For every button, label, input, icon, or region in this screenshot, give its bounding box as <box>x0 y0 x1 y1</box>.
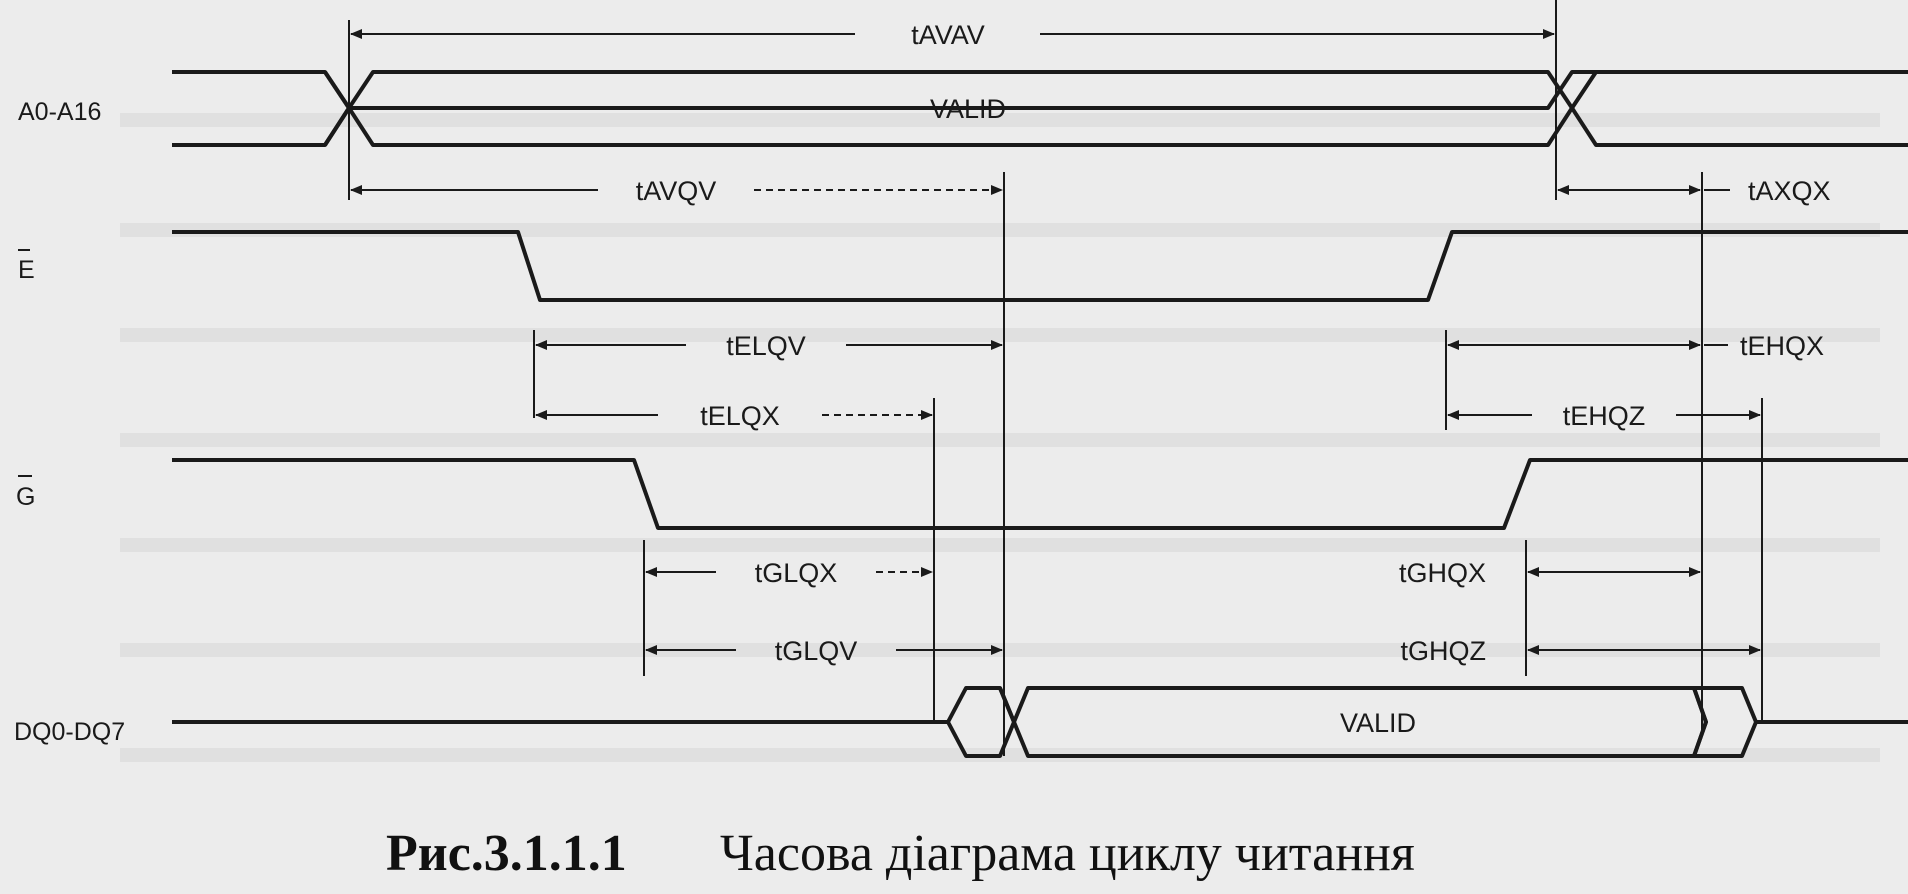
data-waveform <box>172 686 1908 758</box>
signal-label-data: DQ0-DQ7 <box>14 718 125 746</box>
background-bleed-through <box>110 0 1908 894</box>
signal-label-output-enable-group: G <box>16 475 35 511</box>
timing-telqv: tELQV <box>535 331 1003 361</box>
timing-label-tglqv: tGLQV <box>775 636 858 666</box>
figure-caption: Рис.3.1.1.1 Часова діаграма циклу читанн… <box>386 825 1415 882</box>
output-enable-waveform <box>172 458 1908 530</box>
enable-waveform <box>172 230 1908 302</box>
timing-tavqv: tAVQV <box>350 176 1003 206</box>
caption-number: Рис.3.1.1.1 <box>386 825 627 882</box>
timing-tavav: tAVAV <box>350 20 1555 50</box>
timing-tghqz: tGHQZ <box>1401 636 1761 666</box>
timing-telqx: tELQX <box>535 401 933 431</box>
signal-label-address: A0-A16 <box>18 98 101 126</box>
timing-tehqx: tEHQX <box>1447 331 1824 361</box>
timing-tglqv: tGLQV <box>645 636 1003 666</box>
address-valid-label: VALID <box>930 94 1006 124</box>
timing-label-telqx: tELQX <box>700 401 780 431</box>
timing-tglqx: tGLQX <box>645 558 933 588</box>
timing-label-taxqx: tAXQX <box>1748 176 1831 206</box>
timing-label-tehqz: tEHQZ <box>1563 401 1646 431</box>
address-waveform <box>172 70 1908 147</box>
timing-label-tavqv: tAVQV <box>636 176 717 206</box>
caption-text: Часова діаграма циклу читання <box>720 825 1415 882</box>
timing-label-tghqx: tGHQX <box>1399 558 1486 588</box>
reference-lines <box>348 0 1763 756</box>
timing-label-telqv: tELQV <box>726 331 806 361</box>
data-valid-label: VALID <box>1340 708 1416 738</box>
timing-label-tehqx: tEHQX <box>1740 331 1824 361</box>
timing-label-tglqx: tGLQX <box>755 558 838 588</box>
timing-label-tavav: tAVAV <box>911 20 985 50</box>
signal-label-enable: E <box>18 256 35 284</box>
timing-tehqz: tEHQZ <box>1447 401 1761 431</box>
timing-tghqx: tGHQX <box>1399 558 1701 588</box>
timing-taxqx: tAXQX <box>1557 176 1831 206</box>
signal-label-enable-group: E <box>18 249 35 284</box>
signal-label-output-enable: G <box>16 483 35 511</box>
timing-label-tghqz: tGHQZ <box>1401 636 1487 666</box>
